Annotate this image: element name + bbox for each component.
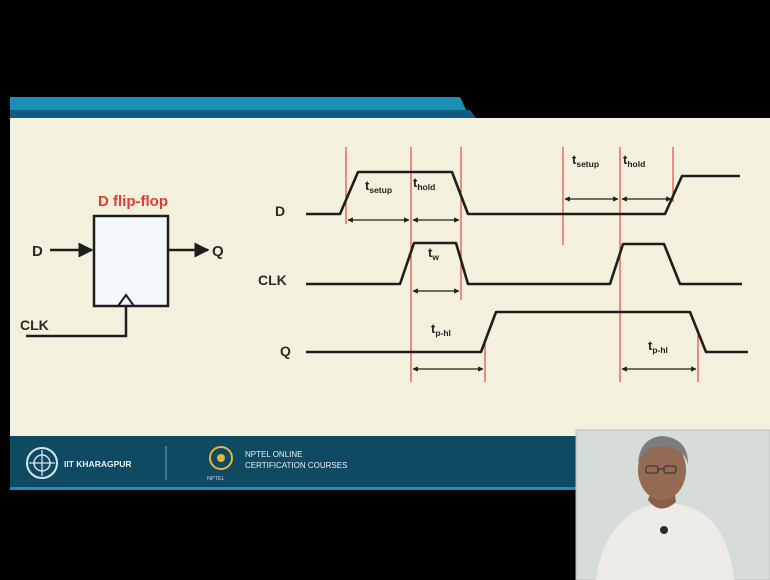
institute-name: IIT KHARAGPUR [64, 459, 132, 469]
presenter-video [576, 430, 770, 580]
signal-label-q: Q [280, 343, 291, 359]
header-accent-band [10, 97, 476, 118]
nptel-line-2: CERTIFICATION COURSES [245, 461, 347, 470]
ff-output-label: Q [212, 243, 224, 260]
nptel-line-1: NPTEL ONLINE [245, 450, 303, 459]
ff-clk-label: CLK [20, 317, 49, 333]
ff-box [94, 216, 168, 306]
iit-kharagpur-logo-icon [27, 448, 57, 478]
nptel-small-label: NPTEL [207, 476, 225, 482]
ff-title: D flip-flop [98, 193, 168, 210]
ff-input-label: D [32, 243, 43, 260]
signal-label-d: D [275, 203, 285, 219]
signal-label-clk: CLK [258, 272, 287, 288]
lapel-mic-icon [660, 526, 668, 534]
